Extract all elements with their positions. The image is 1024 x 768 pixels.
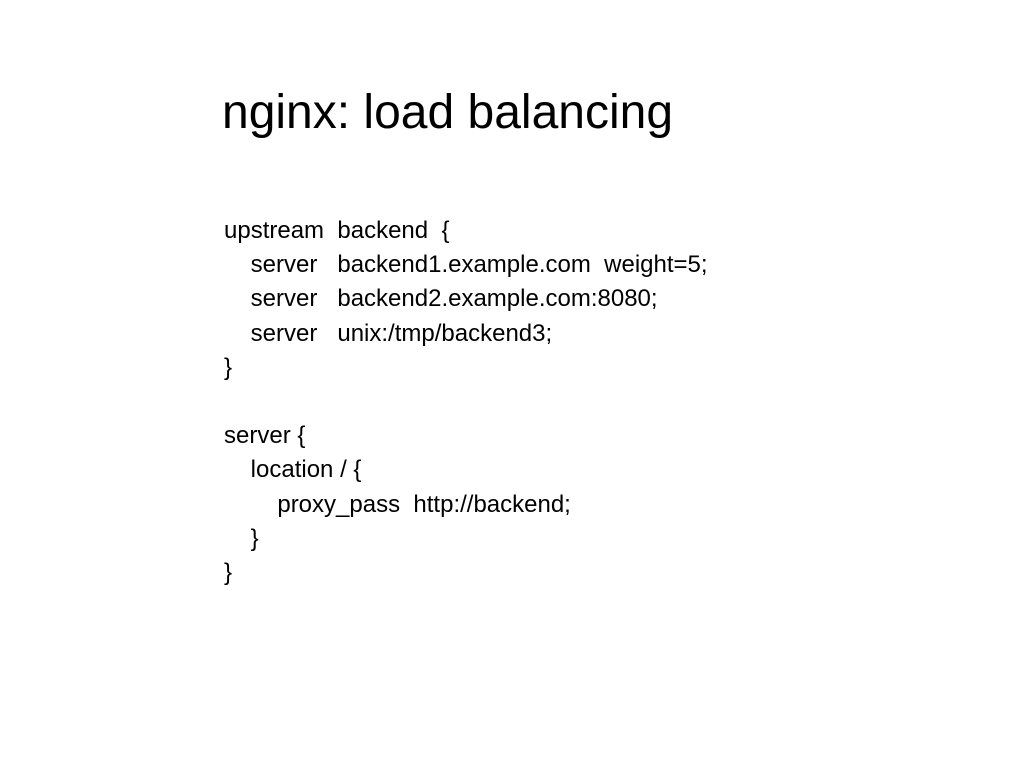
code-line-location-open: location / { [224, 456, 362, 484]
code-line-location-close: } [224, 524, 259, 552]
code-line-server-unix: server unix:/tmp/backend3; [224, 319, 553, 347]
code-line-upstream-open: upstream backend { [224, 217, 450, 244]
code-line-proxy-pass: proxy_pass http://backend; [224, 490, 571, 518]
code-line-server-close: } [224, 558, 233, 586]
code-line-blank [224, 385, 708, 419]
code-line-server-backend1: server backend1.example.com weight=5; [224, 251, 708, 279]
code-line-upstream-close: } [224, 353, 233, 381]
code-block: upstream backend { server backend1.examp… [224, 214, 708, 590]
code-line-server-backend2: server backend2.example.com:8080; [224, 285, 658, 313]
code-line-server-open: server { [224, 422, 306, 450]
slide-title: nginx: load balancing [222, 86, 674, 139]
